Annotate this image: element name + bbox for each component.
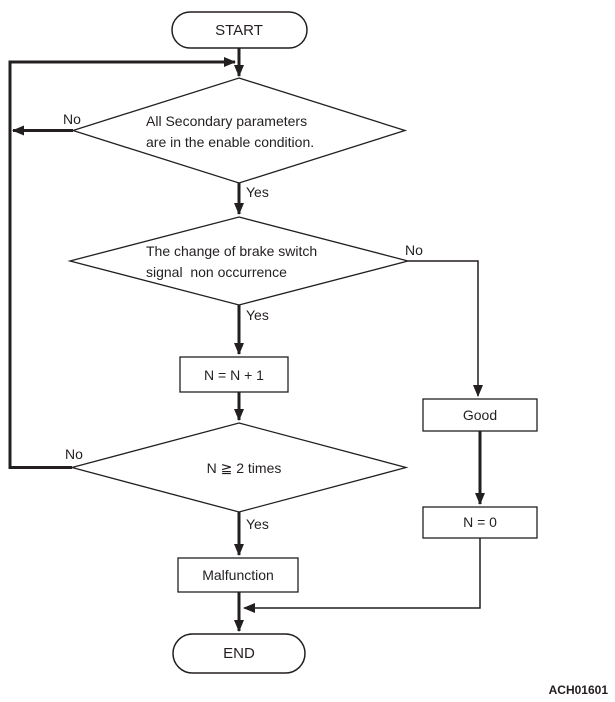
decision-secondary-params-line1: All Secondary parameters (146, 113, 307, 129)
process-n-increment-label: N = N + 1 (204, 367, 264, 383)
process-n-reset-label: N = 0 (463, 514, 497, 530)
process-malfunction (177, 557, 299, 593)
edge-label-ntimes-yes: Yes (246, 516, 269, 532)
connector-nreset-merge (243, 538, 481, 613)
edge-label-brake-yes: Yes (246, 307, 269, 323)
decision-secondary-params-line2: are in the enable condition. (146, 134, 314, 150)
process-good (422, 398, 538, 432)
edge-label-brake-no: No (405, 242, 423, 258)
process-malfunction-label: Malfunction (202, 567, 274, 583)
terminator-start (171, 11, 308, 49)
decision-brake-switch-line2: signal non occurrence (146, 264, 287, 280)
connector-loop-rail (8, 57, 236, 469)
decision-secondary-params (70, 77, 408, 184)
process-good-label: Good (463, 407, 497, 423)
edge-label-secondary-no: No (63, 111, 81, 127)
terminator-end (172, 633, 306, 674)
process-n-reset (422, 506, 538, 539)
terminator-end-label: END (223, 645, 255, 662)
connector-brake-no (408, 260, 483, 397)
figure-code: ACH01601 (549, 683, 609, 697)
edge-label-secondary-yes: Yes (246, 184, 269, 200)
terminator-start-label: START (215, 22, 263, 39)
decision-brake-switch-line1: The change of brake switch (146, 243, 317, 259)
edge-label-ntimes-no: No (65, 446, 83, 462)
decision-n-times-label: N ≧ 2 times (207, 460, 282, 476)
decision-n-times (69, 422, 409, 513)
process-n-increment (179, 356, 289, 393)
decision-brake-switch (67, 216, 411, 306)
